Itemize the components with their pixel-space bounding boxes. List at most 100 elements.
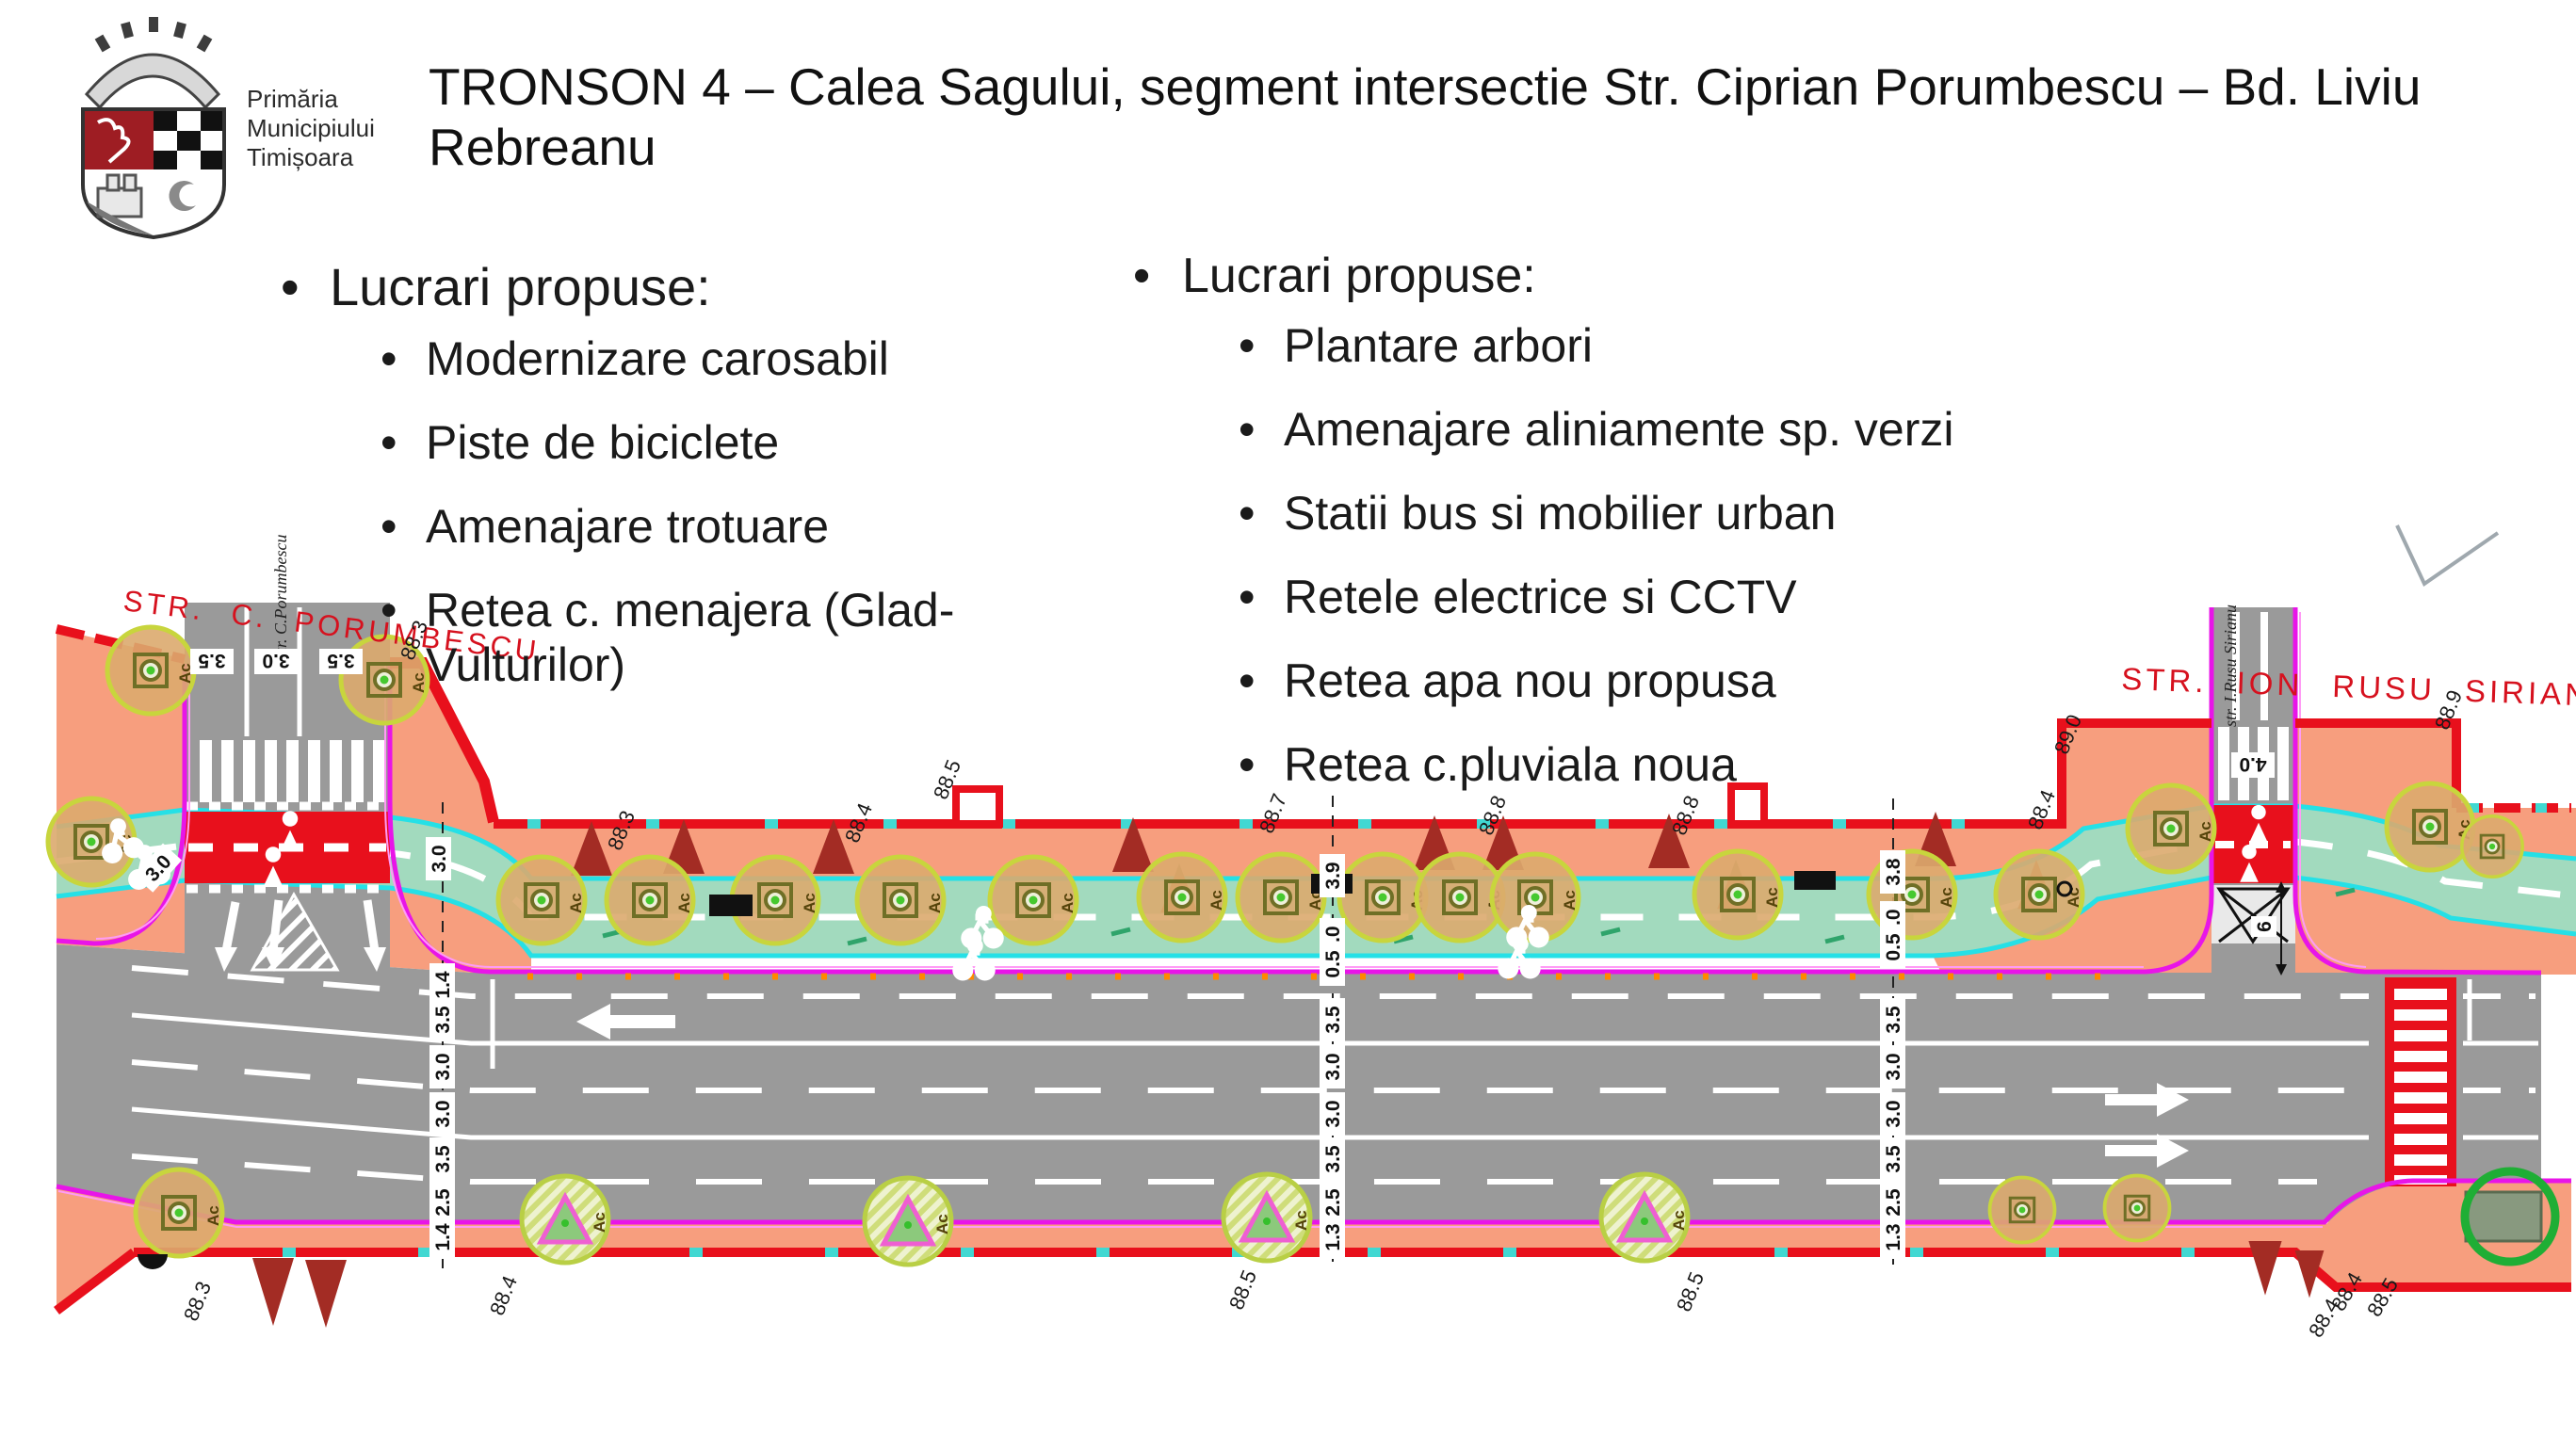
removed-tree-icon <box>305 1260 347 1328</box>
slide-title-line1: TRONSON 4 – Calea Sagului, segment inter… <box>429 57 2422 116</box>
grass-dashes <box>602 887 2356 946</box>
tree-species-label: Ac <box>591 1212 608 1233</box>
tree-species-label: Ac <box>1937 887 1955 908</box>
dimension-labels: 3.5 3.0 3.5 3.0 3.0 1.4 3.5 3.0 3.0 3.5 2.5 1.4 3.9 3… <box>134 649 2276 1259</box>
svg-text:1.4: 1.4 <box>432 971 454 999</box>
tree-species-label: Ac <box>2065 887 2082 908</box>
svg-text:3.9: 3.9 <box>1322 862 1344 889</box>
logo-caption-line: Timișoara <box>247 143 354 171</box>
list-item: Amenajare trotuare <box>358 499 1100 554</box>
tree-species-label: Ac <box>1292 1210 1310 1231</box>
svg-text:0.5: 0.5 <box>1322 950 1344 978</box>
svg-text:3.8: 3.8 <box>1883 858 1904 886</box>
list-heading: Lucrari propuse: <box>264 256 1158 318</box>
svg-text:3.0: 3.0 <box>1322 1053 1344 1080</box>
tree-species-label: Ac <box>1561 890 1579 911</box>
tree-species-label: Ac <box>801 893 818 913</box>
curb-lines <box>56 607 2571 1228</box>
tree-icon <box>2460 814 2524 879</box>
svg-text:2.5: 2.5 <box>432 1188 454 1217</box>
svg-text:3.0: 3.0 <box>1883 1100 1904 1127</box>
sidewalk-bottom <box>57 1183 2571 1311</box>
logo-caption-line: Municipiului <box>247 114 375 142</box>
tree-species-label: Ac <box>567 893 585 913</box>
tree-species-label: Ac <box>1059 893 1077 913</box>
lion-motif <box>97 118 131 164</box>
traffic-arrows <box>576 1004 2189 1168</box>
slide-title: TRONSON 4 – Calea Sagului, segment inter… <box>429 56 2444 177</box>
lane-markings <box>131 965 2538 1185</box>
street-axis-label: str. C.Porumbescu <box>271 534 290 659</box>
right-corner-green <box>2460 1167 2560 1266</box>
tree-icon <box>1987 1175 2057 1245</box>
tree-species-label: Ac <box>926 893 944 913</box>
svg-text:0.5: 0.5 <box>1883 933 1904 961</box>
svg-text:2.5: 2.5 <box>1322 1188 1344 1217</box>
city-coat-of-arms-logo <box>81 17 226 240</box>
svg-text:3.0: 3.0 <box>429 845 450 872</box>
svg-text:3.5: 3.5 <box>198 650 226 671</box>
tree-species-label: Ac <box>204 1205 222 1226</box>
fortress-motif <box>96 173 143 218</box>
list-item: Retele electrice si CCTV <box>1216 570 2293 624</box>
svg-text:3.0: 3.0 <box>432 1053 454 1080</box>
list-item: Retea c.pluviala noua <box>1216 737 2293 792</box>
check-mark-annotation <box>2395 524 2500 587</box>
svg-text:1.3: 1.3 <box>1322 1223 1344 1250</box>
left-arrow-icon <box>608 1015 675 1028</box>
svg-text:2.5: 2.5 <box>1883 1188 1904 1217</box>
bus-shelter-icon <box>709 895 753 916</box>
list-item: Retea apa nou propusa <box>1216 653 2293 708</box>
tree-grate-icon <box>2464 1190 2543 1243</box>
svg-text:3.0: 3.0 <box>432 1100 454 1127</box>
svg-text:3.5: 3.5 <box>1322 1145 1344 1173</box>
porumbescu-crosswalk <box>185 607 390 972</box>
tree-species-label: Ac <box>176 663 194 684</box>
svg-text:1.3: 1.3 <box>1883 1223 1904 1250</box>
logo-caption-line: Primăria <box>247 85 338 113</box>
right-arrow-icon <box>2105 1094 2160 1105</box>
svg-text:3.0: 3.0 <box>1883 1053 1904 1080</box>
list-item: Modernizare carosabil <box>358 331 1100 386</box>
svg-text:3.0: 3.0 <box>1322 1100 1344 1127</box>
list-item: Retea c. menajera (Glad-Vulturilor) <box>358 583 1100 692</box>
list-item: Statii bus si mobilier urban <box>1216 486 2293 540</box>
svg-text:3.5: 3.5 <box>327 650 355 671</box>
svg-text:3.5: 3.5 <box>432 1145 454 1173</box>
svg-text:88.4: 88.4 <box>485 1272 522 1318</box>
tree-species-label: Ac <box>1207 890 1225 911</box>
list-item: Piste de biciclete <box>358 415 1100 470</box>
main-roadway <box>57 944 2541 1222</box>
tree-species-label: Ac <box>1670 1210 1688 1231</box>
tree-species-label: Ac <box>933 1214 951 1234</box>
removed-tree-icon <box>252 1258 294 1326</box>
tree-icon <box>2102 1173 2172 1243</box>
existing-green-tree-icon <box>2460 1167 2560 1266</box>
tree-species-label: Ac <box>1763 887 1781 908</box>
list-heading: Lucrari propuse: <box>1116 247 2293 305</box>
tree-species-label: Ac <box>675 893 693 913</box>
svg-text:1.4: 1.4 <box>432 1223 454 1251</box>
svg-text:3.0: 3.0 <box>262 650 289 671</box>
svg-text:88.5: 88.5 <box>1672 1268 1709 1314</box>
crescent-motif <box>169 181 196 212</box>
svg-text:6: 6 <box>2254 921 2276 932</box>
proposed-works-list-left: Lucrari propuse: Modernizare carosabil P… <box>264 256 1158 721</box>
svg-text:3.5: 3.5 <box>1883 1145 1904 1173</box>
right-arrow-icon <box>2105 1145 2160 1156</box>
tree-species-label: Ac <box>2196 821 2214 842</box>
svg-text:88.3: 88.3 <box>179 1278 216 1324</box>
list-item: Amenajare aliniamente sp. verzi <box>1216 402 2293 457</box>
bus-shelter-icon <box>1794 871 1836 890</box>
svg-text:3.5: 3.5 <box>1322 1006 1344 1034</box>
svg-text:88.5: 88.5 <box>1224 1266 1261 1313</box>
proposed-works-list-right: Lucrari propuse: Plantare arbori Amenaja… <box>1116 247 2293 821</box>
ladder-crosswalk <box>2385 977 2456 1186</box>
slide-title-line2: Rebreanu <box>429 118 656 176</box>
utility-icon <box>138 1254 168 1269</box>
utility-icon <box>2056 880 2073 897</box>
svg-text:3.5: 3.5 <box>432 1006 454 1034</box>
